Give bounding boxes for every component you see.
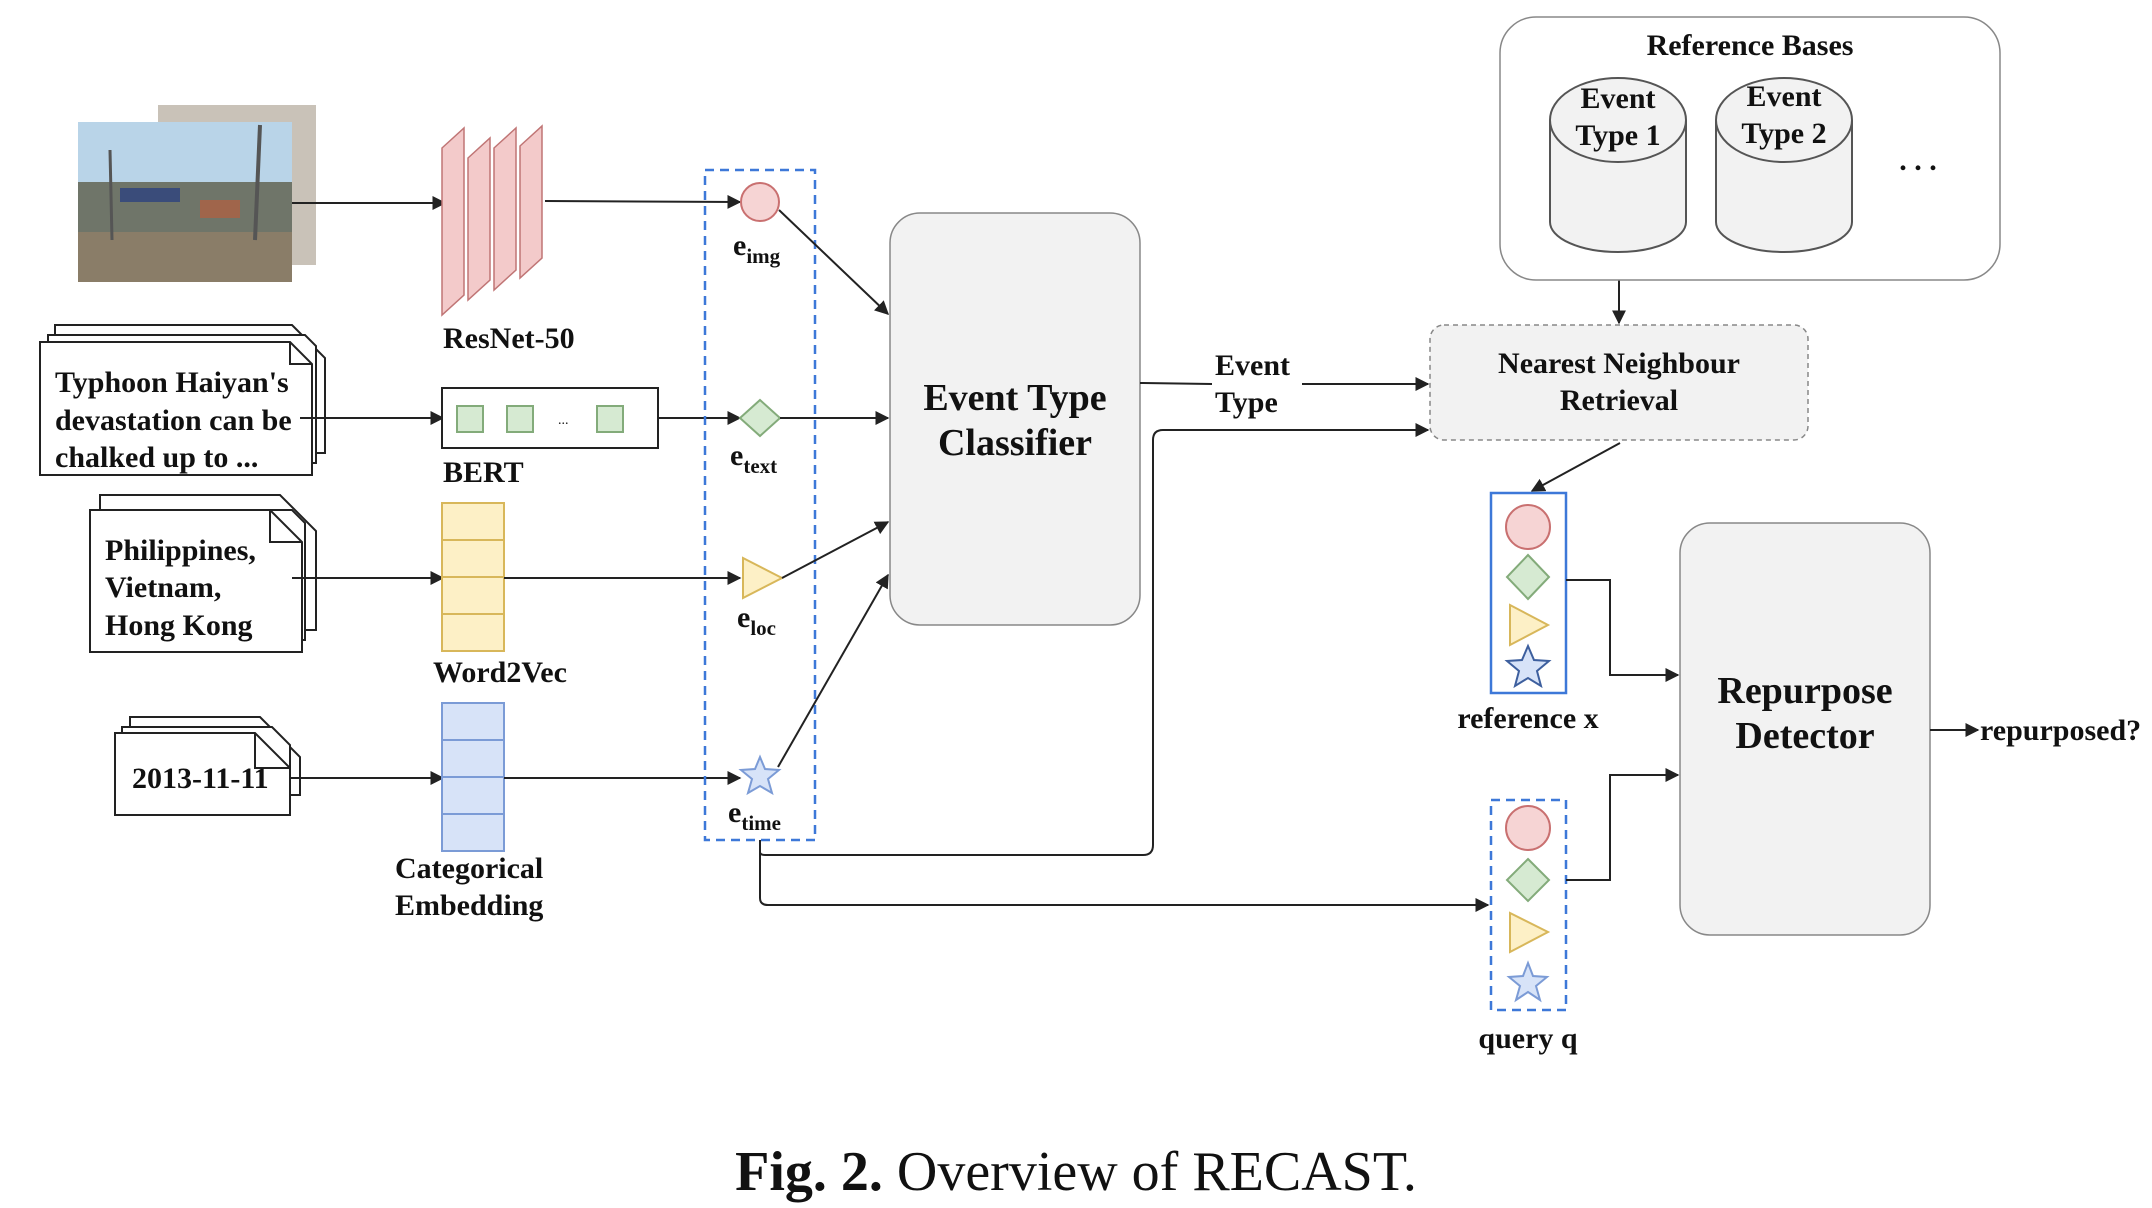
- detector-title-line-2: Detector: [1735, 715, 1874, 757]
- bert-cell: [456, 405, 484, 433]
- text-document-line-3: chalked up to ...: [55, 441, 258, 474]
- date-text: 2013-11-11: [132, 762, 269, 795]
- date-document-stack: [114, 716, 301, 816]
- detector-title-line-1: Repurpose: [1717, 670, 1892, 712]
- location-document-stack: [89, 494, 317, 653]
- embeddings-box: [703, 168, 817, 842]
- nearest-neighbour-retrieval-box: [1429, 324, 1809, 441]
- categorical-embedding-vector: [441, 702, 505, 852]
- bert-cell: [596, 405, 624, 433]
- query-text-diamond: [1505, 857, 1551, 903]
- time-embedding-star: [738, 754, 782, 796]
- bert-label: BERT: [443, 456, 524, 489]
- categorical-label-line-1: Categorical: [395, 852, 543, 885]
- location-line-2: Vietnam,: [105, 571, 221, 604]
- text-document-line-1: Typhoon Haiyan's: [55, 366, 289, 399]
- bert-cell: [506, 405, 534, 433]
- e-loc-label: eloc: [737, 601, 776, 640]
- ref-img-circle: [1505, 504, 1551, 550]
- word2vec-label: Word2Vec: [433, 656, 567, 689]
- text-embedding-diamond: [738, 398, 782, 438]
- categorical-label-line-2: Embedding: [395, 889, 543, 922]
- classifier-title-line-1: Event Type: [923, 377, 1106, 419]
- database-event-type-1: [1549, 77, 1687, 253]
- time-to-query-line: [759, 840, 1490, 912]
- bert-ellipsis: ...: [558, 413, 569, 428]
- loc-embedding-triangle: [742, 556, 785, 600]
- ref-text-diamond: [1505, 553, 1551, 601]
- more-databases-ellipsis: . . .: [1899, 144, 1937, 177]
- text-document-stack: [39, 324, 326, 476]
- text-document-line-2: devastation can be: [55, 404, 292, 437]
- location-line-1: Philippines,: [105, 534, 256, 567]
- ref-time-star: [1504, 643, 1552, 689]
- e-text-label: etext: [730, 439, 777, 478]
- event-type-label-line-2: Type: [1215, 386, 1278, 419]
- e-img-label: eimg: [733, 229, 781, 268]
- retrieval-title-line-1: Nearest Neighbour: [1498, 347, 1740, 380]
- ref-loc-triangle: [1509, 603, 1551, 647]
- reference-bases-title: Reference Bases: [1647, 29, 1854, 62]
- img-embedding-circle: [740, 182, 780, 222]
- word2vec-vector: [441, 502, 505, 652]
- query-img-circle: [1505, 805, 1551, 851]
- database-1-line-2: Type 1: [1575, 119, 1660, 152]
- query-q-box: [1489, 798, 1568, 1012]
- event-type-label-line-1: Event: [1215, 349, 1290, 382]
- reference-x-label: reference x: [1457, 702, 1598, 735]
- query-loc-triangle: [1509, 911, 1551, 954]
- resnet-layers: [441, 124, 543, 317]
- database-2-line-2: Type 2: [1741, 117, 1826, 150]
- e-time-label: etime: [728, 796, 781, 835]
- reference-x-box: [1489, 491, 1568, 695]
- event-type-classifier-box: [889, 212, 1141, 626]
- location-line-3: Hong Kong: [105, 609, 253, 642]
- repurposed-output-label: repurposed?: [1980, 714, 2141, 747]
- database-1-line-1: Event: [1581, 82, 1656, 115]
- figure-caption: Fig. 2. Overview of RECAST.: [735, 1141, 1417, 1203]
- query-time-star: [1506, 960, 1550, 1003]
- database-event-type-2: [1715, 77, 1853, 253]
- query-q-label: query q: [1478, 1022, 1578, 1055]
- classifier-title-line-2: Classifier: [938, 422, 1092, 464]
- database-2-line-1: Event: [1747, 80, 1822, 113]
- input-photo: [78, 105, 316, 282]
- time-to-retrieval-line: [759, 423, 1430, 856]
- retrieval-title-line-2: Retrieval: [1560, 384, 1678, 417]
- resnet-label: ResNet-50: [443, 322, 575, 355]
